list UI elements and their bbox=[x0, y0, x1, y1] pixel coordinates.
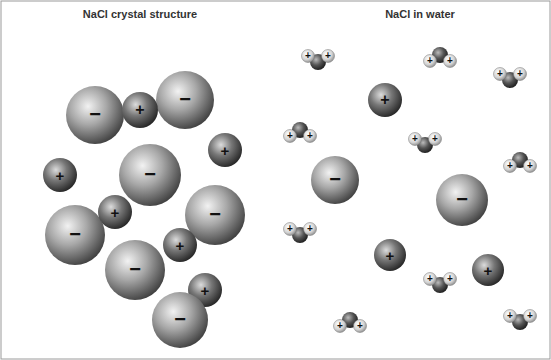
charge-sign: − bbox=[456, 189, 468, 209]
solution bbox=[284, 47, 537, 333]
crystal bbox=[43, 71, 245, 348]
charge-sign: + bbox=[56, 168, 65, 183]
charge-sign: + bbox=[287, 131, 293, 141]
charge-sign: + bbox=[307, 224, 313, 234]
charge-sign: + bbox=[447, 56, 453, 66]
charge-sign: − bbox=[144, 164, 156, 184]
charge-sign: − bbox=[69, 224, 81, 244]
panel-title: NaCl in water bbox=[385, 9, 455, 20]
charge-sign: − bbox=[129, 259, 141, 279]
charge-sign: + bbox=[305, 51, 311, 61]
charge-sign: + bbox=[517, 69, 523, 79]
charge-sign: − bbox=[209, 204, 221, 224]
charge-sign: + bbox=[111, 205, 120, 220]
charge-sign: − bbox=[174, 309, 186, 329]
charge-sign: − bbox=[329, 169, 341, 189]
charge-sign: + bbox=[427, 56, 433, 66]
charge-sign: + bbox=[527, 311, 533, 321]
charge-sign: + bbox=[325, 51, 331, 61]
charge-sign: − bbox=[89, 104, 101, 124]
charge-sign: + bbox=[357, 321, 363, 331]
charge-sign: + bbox=[135, 102, 144, 118]
charge-sign: + bbox=[201, 283, 210, 298]
charge-sign: + bbox=[484, 263, 493, 278]
charge-sign: − bbox=[179, 89, 191, 109]
panel-title: NaCl crystal structure bbox=[83, 9, 197, 20]
charge-sign: + bbox=[427, 274, 433, 284]
charge-sign: + bbox=[221, 143, 230, 158]
charge-sign: + bbox=[432, 134, 438, 144]
charge-sign: + bbox=[307, 131, 313, 141]
charge-sign: + bbox=[527, 161, 533, 171]
charge-sign: + bbox=[507, 161, 513, 171]
charge-sign: + bbox=[447, 274, 453, 284]
charge-sign: + bbox=[380, 92, 389, 108]
charge-sign: + bbox=[412, 134, 418, 144]
charge-sign: + bbox=[176, 238, 185, 253]
charge-sign: + bbox=[497, 69, 503, 79]
charge-sign: + bbox=[337, 321, 343, 331]
charge-sign: + bbox=[507, 311, 513, 321]
charge-sign: + bbox=[287, 224, 293, 234]
charge-sign: + bbox=[386, 248, 395, 263]
